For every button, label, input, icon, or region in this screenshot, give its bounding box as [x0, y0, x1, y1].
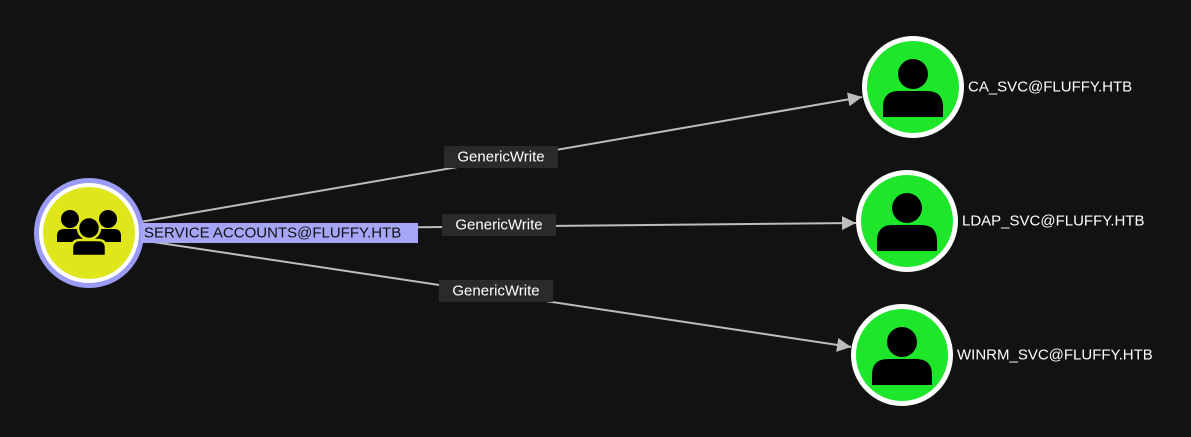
- edge-label-background: [439, 280, 553, 302]
- node-ca-svc[interactable]: CA_SVC@FLUFFY.HTB: [862, 36, 1132, 138]
- edge-label-text: GenericWrite: [457, 149, 544, 166]
- users-icon: [57, 210, 121, 258]
- node-label: LDAP_SVC@FLUFFY.HTB: [962, 213, 1145, 230]
- edge-label-ldap_svc[interactable]: GenericWrite: [442, 214, 556, 236]
- selected-label-background: [141, 223, 418, 243]
- edge-label-ca_svc[interactable]: GenericWrite: [444, 146, 558, 168]
- user-icon: [877, 193, 937, 251]
- edge-label-background: [444, 146, 558, 168]
- user-icon: [883, 59, 943, 117]
- user-icon: [872, 327, 932, 385]
- node-label: SERVICE ACCOUNTS@FLUFFY.HTB: [144, 225, 401, 242]
- node-winrm-svc[interactable]: WINRM_SVC@FLUFFY.HTB: [851, 304, 1153, 406]
- edge-label-background: [442, 214, 556, 236]
- node-label: WINRM_SVC@FLUFFY.HTB: [957, 347, 1153, 364]
- edge-label-text: GenericWrite: [455, 217, 542, 234]
- edge-label-winrm_svc[interactable]: GenericWrite: [439, 280, 553, 302]
- edge-label-text: GenericWrite: [452, 283, 539, 300]
- node-ldap-svc[interactable]: LDAP_SVC@FLUFFY.HTB: [856, 170, 1145, 272]
- node-service-accounts[interactable]: SERVICE ACCOUNTS@FLUFFY.HTB: [34, 178, 418, 288]
- node-label: CA_SVC@FLUFFY.HTB: [968, 79, 1132, 96]
- nodes-layer: SERVICE ACCOUNTS@FLUFFY.HTB CA_SVC@FLUFFY…: [34, 36, 1153, 406]
